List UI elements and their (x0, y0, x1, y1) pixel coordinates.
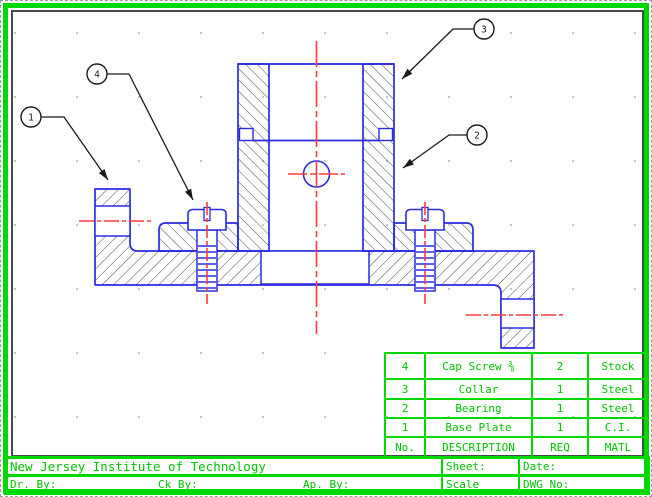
table-header-row: No. DESCRIPTION REQ MATL (384, 436, 649, 459)
drawn-by-field: Dr. By: (7, 477, 155, 491)
header-matl: MATL (587, 436, 649, 459)
part-matl: C.I. (587, 417, 649, 438)
leader-3 (401, 28, 474, 80)
scale-field: Scale (443, 477, 518, 491)
part-no: 2 (384, 398, 426, 419)
part-matl: Stock (587, 352, 649, 380)
balloon-1: 1 (28, 113, 34, 124)
part-description: Cap Screw ⅜ (424, 352, 533, 380)
approved-by-field: Ap. By: (300, 477, 441, 491)
joint-notch-left (238, 127, 254, 142)
table-row: 4 Cap Screw ⅜ 2 Stock (384, 352, 649, 380)
part-req: 1 (531, 417, 589, 438)
bearing-collar-walls (237, 63, 395, 252)
date-field: Date: (520, 459, 648, 474)
part-matl: Steel (587, 378, 649, 400)
part-req: 1 (531, 398, 589, 419)
base-plate-section (94, 188, 535, 349)
joint-notch-right (378, 127, 394, 142)
part-req: 2 (531, 352, 589, 380)
header-description: DESCRIPTION (424, 436, 533, 459)
table-row: 2 Bearing 1 Steel (384, 398, 649, 419)
parts-list-table: 4 Cap Screw ⅜ 2 Stock 3 Collar 1 Steel 2… (384, 352, 649, 459)
header-req: REQ (531, 436, 589, 459)
balloon-3: 3 (481, 25, 487, 36)
part-no: 3 (384, 378, 426, 400)
sheet-field: Sheet: (443, 459, 518, 474)
part-matl: Steel (587, 398, 649, 419)
part-description: Base Plate (424, 417, 533, 438)
table-row: 1 Base Plate 1 C.I. (384, 417, 649, 438)
balloons: 1 4 3 2 (20, 18, 495, 146)
centerlines (79, 41, 564, 334)
center-recess (260, 250, 370, 285)
balloon-2: 2 (474, 131, 480, 142)
balloon-4: 4 (94, 70, 100, 81)
dwg-no-field: DWG No: (520, 477, 648, 491)
leader-1 (41, 116, 109, 181)
leader-2 (402, 134, 467, 169)
checked-by-field: Ck By: (155, 477, 300, 491)
part-req: 1 (531, 378, 589, 400)
drawing-viewport (11, 10, 644, 457)
title-block: New Jersey Institute of Technology Sheet… (4, 456, 650, 495)
balloon-leaders (41, 28, 474, 201)
leader-4 (107, 73, 194, 201)
table-row: 3 Collar 1 Steel (384, 378, 649, 400)
part-no: 4 (384, 352, 426, 380)
flange-hole (500, 298, 535, 329)
part-description: Collar (424, 378, 533, 400)
header-no: No. (384, 436, 426, 459)
part-no: 1 (384, 417, 426, 438)
organization-name: New Jersey Institute of Technology (7, 459, 441, 474)
part-description: Bearing (424, 398, 533, 419)
